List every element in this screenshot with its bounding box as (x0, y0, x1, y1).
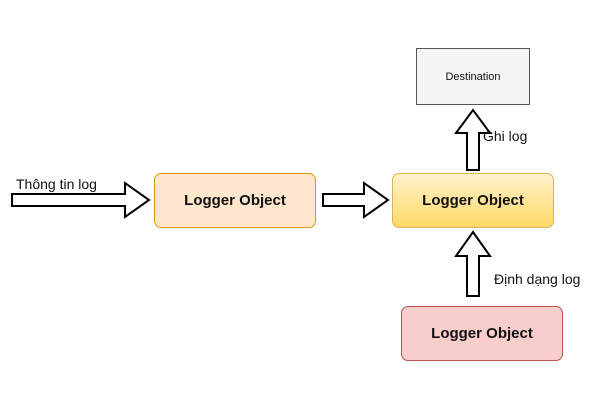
logger-object-center[interactable]: Logger Object (392, 173, 554, 228)
format-label: Định dạng log (494, 271, 581, 287)
forward-arrow (322, 181, 390, 219)
destination-box[interactable]: Destination (416, 48, 530, 105)
logger-object-left-label: Logger Object (184, 192, 286, 209)
write-label: Ghi log (483, 128, 528, 144)
logger-object-bottom-label: Logger Object (431, 325, 533, 342)
logger-object-bottom[interactable]: Logger Object (401, 306, 563, 361)
destination-label: Destination (445, 70, 501, 83)
input-label: Thông tin log (16, 176, 97, 192)
logger-object-left[interactable]: Logger Object (154, 173, 316, 228)
logger-object-center-label: Logger Object (422, 192, 524, 209)
input-arrow (11, 181, 151, 219)
format-arrow (454, 230, 492, 297)
write-arrow (454, 108, 492, 171)
